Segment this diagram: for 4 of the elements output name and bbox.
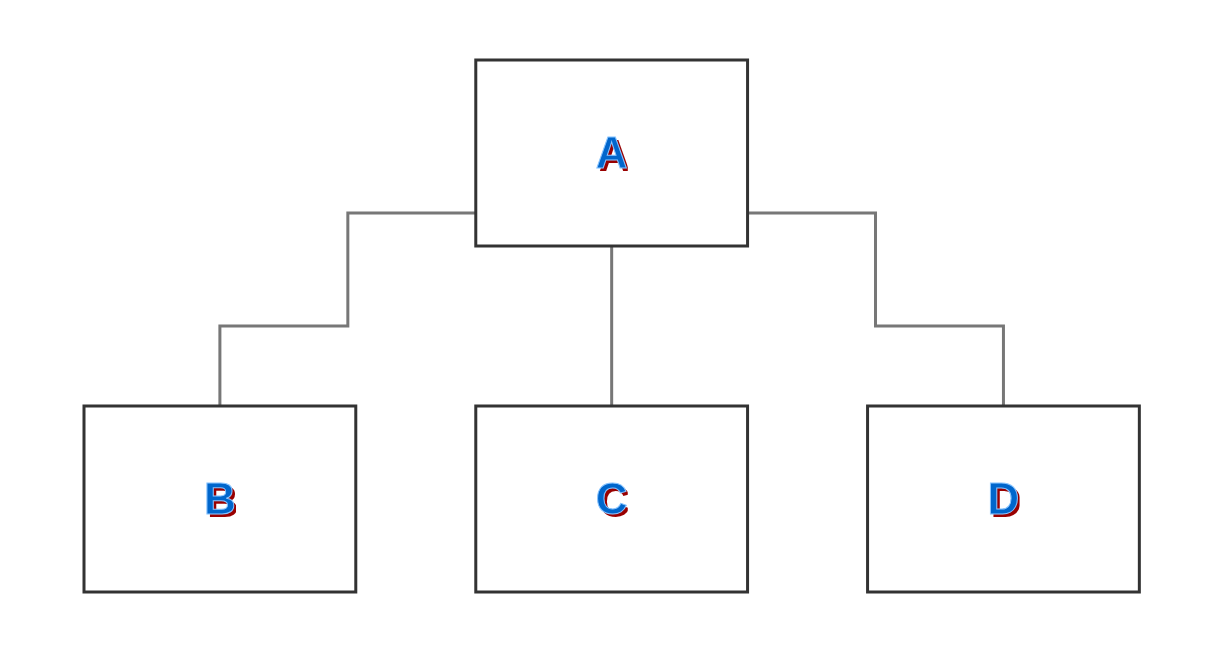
node-box: D — [865, 404, 1141, 594]
node-box: B — [82, 404, 358, 594]
node-box: C — [474, 404, 749, 594]
node-box: A — [474, 58, 749, 248]
